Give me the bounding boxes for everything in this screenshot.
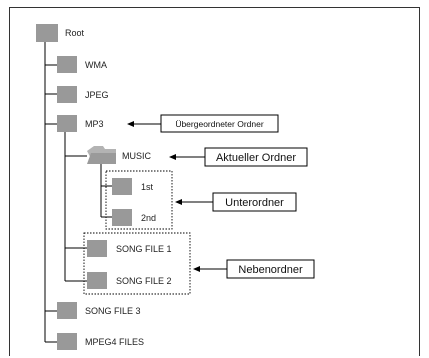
subfolder-group-box (105, 170, 173, 230)
folder-1st[interactable]: 1st (112, 178, 154, 195)
folder-root[interactable]: Root (36, 24, 85, 42)
folder-song-file-3[interactable]: SONG FILE 3 (57, 302, 141, 319)
folder-icon (57, 333, 77, 350)
folder-icon (112, 178, 132, 195)
folder-icon (57, 302, 77, 319)
open-folder-flap (87, 153, 116, 164)
folder-song-file-2[interactable]: SONG FILE 2 (87, 272, 172, 289)
callout-parent-folder: Übergeordneter Ordner (160, 114, 279, 133)
folder-icon (87, 272, 107, 289)
folder-label-wma: WMA (85, 60, 107, 70)
callout-label-sibling: Nebenordner (238, 264, 303, 276)
folder-label-music: MUSIC (122, 151, 152, 161)
callout-label-current: Aktueller Ordner (216, 152, 296, 164)
folder-label-mpeg4-files: MPEG4 FILES (85, 337, 144, 347)
folder-label-jpeg: JPEG (85, 90, 109, 100)
folder-label-1st: 1st (141, 182, 154, 192)
diagram-frame (9, 7, 420, 356)
callout-current-folder: Aktueller Ordner (204, 147, 308, 167)
folder-label-song-file-1: SONG FILE 1 (116, 244, 172, 254)
callout-box (226, 259, 315, 279)
folder-icon (87, 240, 107, 257)
folder-mp3[interactable]: MP3 (57, 115, 104, 132)
folder-2nd[interactable]: 2nd (112, 209, 156, 226)
callout-arrows (127, 121, 227, 272)
folder-icon (57, 115, 77, 132)
callout-box (204, 147, 308, 167)
callout-label-sub: Unterordner (225, 197, 284, 209)
callout-subfolder: Unterordner (212, 192, 297, 212)
folder-label-song-file-2: SONG FILE 2 (116, 276, 172, 286)
folder-jpeg[interactable]: JPEG (57, 86, 109, 103)
folder-label-2nd: 2nd (141, 213, 156, 223)
folder-icon (57, 86, 77, 103)
callout-label-parent: Übergeordneter Ordner (175, 119, 264, 129)
tree-connectors (44, 42, 112, 343)
callout-box (160, 114, 279, 133)
folder-label-root: Root (65, 28, 85, 38)
folder-label-mp3: MP3 (85, 119, 104, 129)
folder-wma[interactable]: WMA (57, 56, 107, 73)
folder-song-file-1[interactable]: SONG FILE 1 (87, 240, 172, 257)
folder-mpeg4-files[interactable]: MPEG4 FILES (57, 333, 144, 350)
folder-icon (112, 209, 132, 226)
sibling-group-box (83, 232, 191, 295)
folder-label-song-file-3: SONG FILE 3 (85, 306, 141, 316)
folder-icon (36, 24, 58, 42)
folder-music-current[interactable]: MUSIC (87, 146, 152, 164)
callout-box (212, 192, 297, 212)
folder-icon (57, 56, 77, 73)
callout-sibling-folder: Nebenordner (226, 259, 315, 279)
